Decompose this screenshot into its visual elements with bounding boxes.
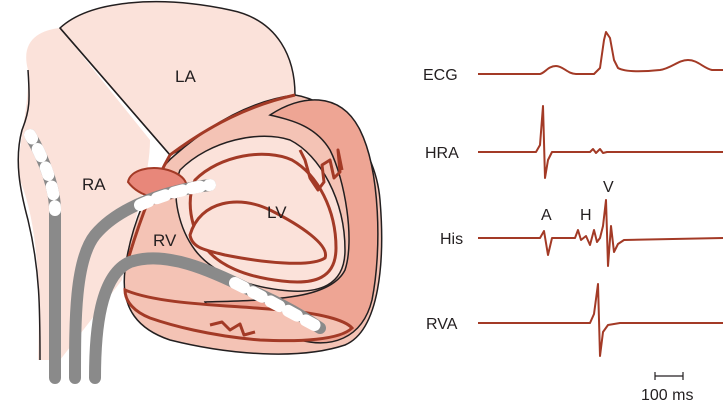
label-hra: HRA bbox=[425, 145, 459, 162]
electrograms bbox=[478, 32, 723, 380]
marker-h: H bbox=[580, 207, 592, 224]
marker-v: V bbox=[603, 179, 614, 196]
ecg-trace bbox=[478, 32, 723, 74]
label-his: His bbox=[440, 231, 463, 248]
heart-illustration: LA RA RV LV bbox=[18, 2, 381, 378]
scale-label: 100 ms bbox=[641, 387, 693, 404]
label-lv: LV bbox=[267, 203, 287, 222]
label-ecg: ECG bbox=[423, 67, 458, 84]
label-rv: RV bbox=[153, 231, 177, 250]
label-ra: RA bbox=[82, 175, 106, 194]
rva-trace bbox=[478, 284, 723, 356]
scale-bar bbox=[655, 372, 683, 380]
his-trace bbox=[478, 200, 723, 266]
marker-a: A bbox=[541, 207, 552, 224]
hra-trace bbox=[478, 106, 723, 178]
label-la: LA bbox=[175, 67, 196, 86]
label-rva: RVA bbox=[426, 316, 458, 333]
